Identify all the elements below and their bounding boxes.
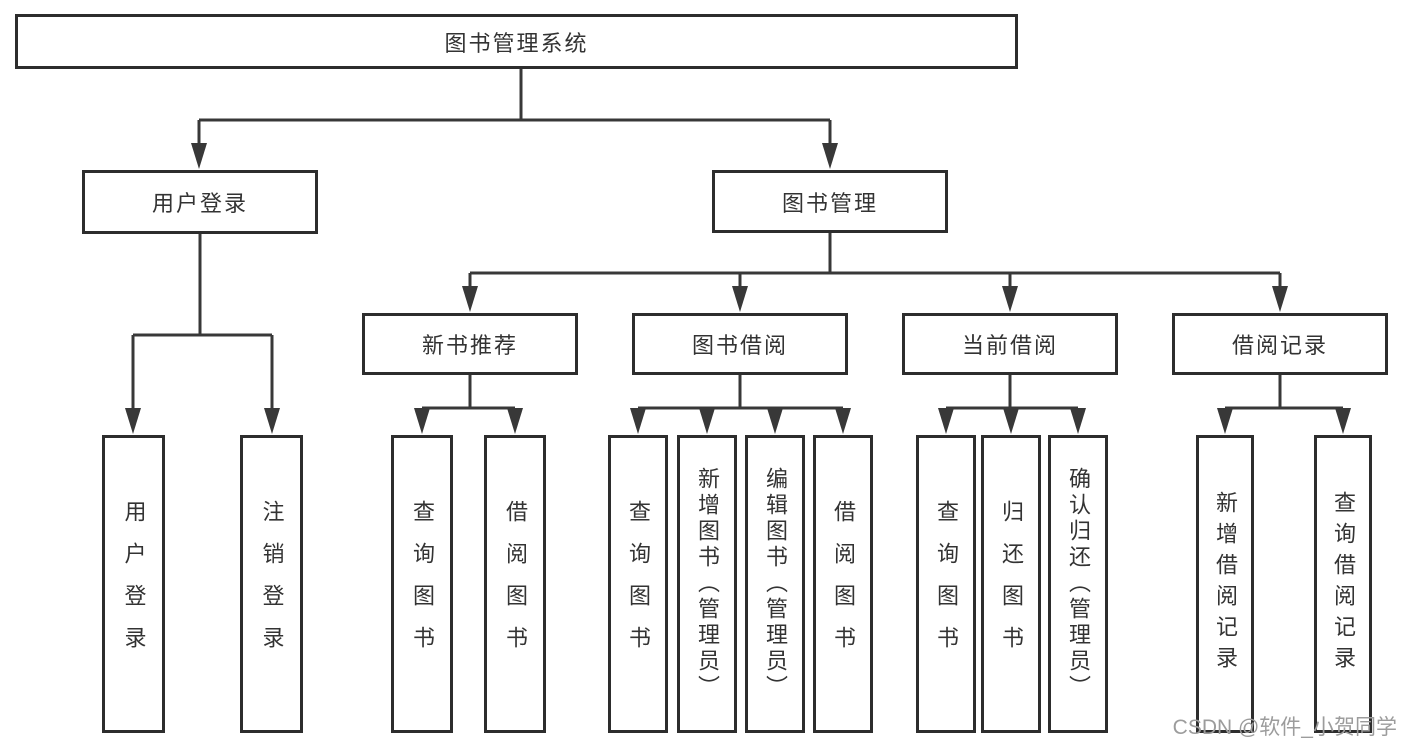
leaf-return-book: 归还图书 xyxy=(981,435,1041,733)
edge-userlogin-to-leaves xyxy=(131,234,274,412)
node-book-management: 图书管理 xyxy=(712,170,948,233)
leaf-borrow-books: 借阅图书 xyxy=(813,435,873,733)
leaf-add-borrow-record: 新增借阅记录 xyxy=(1196,435,1254,733)
node-label: 图书管理 xyxy=(781,190,878,216)
leaf-query-books-recommend: 查询图书 xyxy=(391,435,453,733)
edge-bookborrow-to-leaves xyxy=(636,375,845,412)
node-label: 用户登录 xyxy=(151,191,248,216)
leaf-query-books-current: 查询图书 xyxy=(916,435,976,733)
arrowhead xyxy=(507,408,523,434)
node-label: 图书管理系统 xyxy=(444,30,589,56)
node-label: 新增借阅记录 xyxy=(1213,491,1238,677)
arrowheads xyxy=(125,143,1351,434)
node-user-login: 用户登录 xyxy=(82,170,318,234)
leaf-confirm-return-admin: 确认归还（管理员） xyxy=(1048,435,1108,733)
node-label: 新增图书（管理员） xyxy=(695,467,720,701)
node-label: 用户登录 xyxy=(121,500,147,668)
arrowhead xyxy=(462,286,478,312)
node-label: 查询图书 xyxy=(934,500,959,668)
leaf-edit-book-admin: 编辑图书（管理员） xyxy=(745,435,805,733)
arrowhead xyxy=(1335,408,1351,434)
leaf-logout: 注销登录 xyxy=(240,435,303,733)
node-current-borrowing: 当前借阅 xyxy=(902,313,1118,375)
arrowhead xyxy=(938,408,954,434)
arrowhead xyxy=(822,143,838,169)
leaf-add-book-admin: 新增图书（管理员） xyxy=(677,435,737,733)
node-label: 新书推荐 xyxy=(421,333,518,358)
arrowhead xyxy=(1002,286,1018,312)
node-root-library-system: 图书管理系统 xyxy=(15,14,1018,69)
node-label: 借阅图书 xyxy=(831,500,856,668)
edge-borrowrecords-to-leaves xyxy=(1223,375,1345,412)
node-label: 查询借阅记录 xyxy=(1331,491,1356,677)
arrowhead xyxy=(699,408,715,434)
arrowhead xyxy=(414,408,430,434)
arrowhead xyxy=(125,408,141,434)
leaf-query-borrow-record: 查询借阅记录 xyxy=(1314,435,1372,733)
arrowhead xyxy=(1003,408,1019,434)
edge-newbookrec-to-leaves xyxy=(420,375,517,412)
csdn-watermark: CSDN @软件_小贺同学 xyxy=(1172,716,1397,739)
edge-root-to-level2 xyxy=(197,69,832,147)
node-borrowing-records: 借阅记录 xyxy=(1172,313,1388,375)
arrowhead xyxy=(264,408,280,434)
leaf-borrow-books-recommend: 借阅图书 xyxy=(484,435,546,733)
node-book-borrowing: 图书借阅 xyxy=(632,313,848,375)
node-label: 借阅记录 xyxy=(1231,333,1328,358)
node-label: 当前借阅 xyxy=(961,333,1058,358)
node-label: 归还图书 xyxy=(999,500,1024,668)
edge-bookmgmt-to-level3 xyxy=(468,233,1282,290)
arrowhead xyxy=(1272,286,1288,312)
leaf-query-books-borrow: 查询图书 xyxy=(608,435,668,733)
node-label: 查询图书 xyxy=(626,500,651,668)
node-new-book-recommend: 新书推荐 xyxy=(362,313,578,375)
arrowhead xyxy=(630,408,646,434)
node-label: 编辑图书（管理员） xyxy=(763,467,788,701)
leaf-user-login: 用户登录 xyxy=(102,435,165,733)
arrowhead xyxy=(767,408,783,434)
node-label: 图书借阅 xyxy=(691,333,788,358)
arrowhead xyxy=(1070,408,1086,434)
edge-currentborrow-to-leaves xyxy=(944,375,1080,412)
node-label: 查询图书 xyxy=(410,500,435,668)
node-label: 确认归还（管理员） xyxy=(1066,467,1091,701)
arrowhead xyxy=(835,408,851,434)
arrowhead xyxy=(732,286,748,312)
node-label: 注销登录 xyxy=(259,500,285,668)
arrowhead xyxy=(1217,408,1233,434)
node-label: 借阅图书 xyxy=(503,500,528,668)
arrowhead xyxy=(191,143,207,169)
